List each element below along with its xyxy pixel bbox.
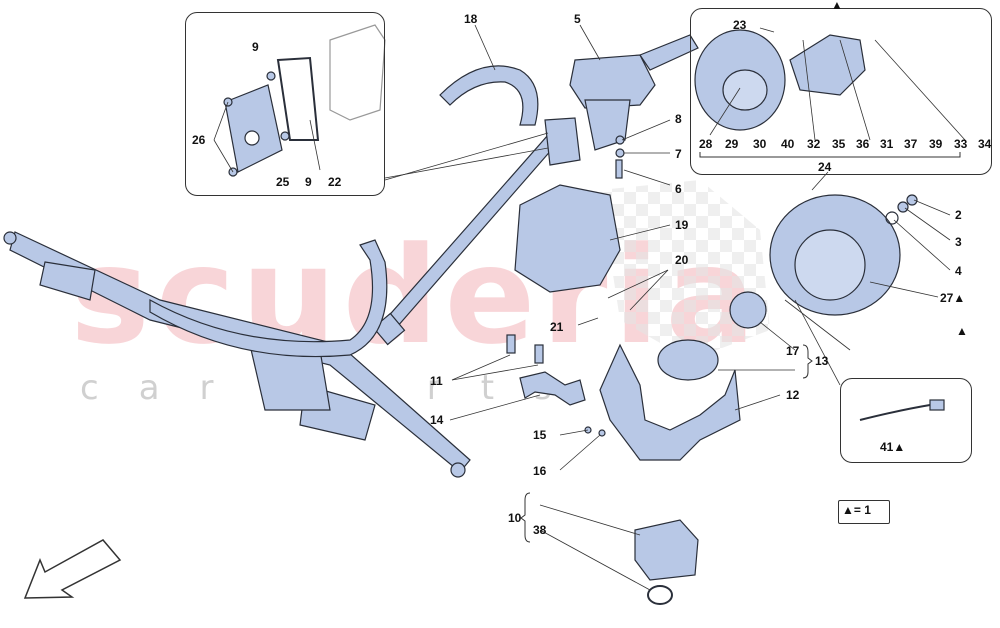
- label-34: 34: [978, 137, 992, 151]
- label-25: 25: [276, 175, 290, 189]
- hydraulic-pipe: [149, 239, 388, 358]
- brace-24: [699, 152, 961, 158]
- gasket-22: [276, 56, 320, 141]
- ring-4: [885, 211, 899, 225]
- label-30: 30: [753, 137, 767, 151]
- label-triangle-wheel: ▲: [956, 324, 968, 338]
- washer-7: [615, 148, 625, 158]
- label-12: 12: [786, 388, 800, 402]
- label-14: 14: [430, 413, 444, 427]
- label-28: 28: [699, 137, 713, 151]
- cover-plate-26: [224, 84, 283, 173]
- washer-3: [897, 201, 909, 213]
- label-32: 32: [807, 137, 821, 151]
- label-37: 37: [904, 137, 918, 151]
- connector-41: [929, 399, 945, 411]
- label-21: 21: [550, 320, 564, 334]
- label-29: 29: [725, 137, 739, 151]
- label-7: 7: [675, 147, 682, 161]
- label-35: 35: [832, 137, 846, 151]
- inset-parts: [789, 34, 866, 96]
- boot-collar: [544, 117, 581, 166]
- lock-module-10: [634, 519, 699, 581]
- label-9a: 9: [252, 40, 259, 54]
- label-27: 27▲: [940, 291, 966, 305]
- bracket-14: [519, 371, 586, 406]
- steering-wheel-hub: [794, 229, 866, 301]
- label-24: 24: [818, 160, 832, 174]
- label-6: 6: [675, 182, 682, 196]
- brace-13: [802, 344, 813, 379]
- legend-box: [838, 500, 890, 524]
- nut-9b: [280, 131, 290, 141]
- hole: [244, 130, 260, 146]
- label-31: 31: [880, 137, 894, 151]
- label-23: 23: [733, 18, 747, 32]
- label-10: 10: [508, 511, 522, 525]
- bolt-6: [615, 159, 623, 179]
- label-39: 39: [929, 137, 943, 151]
- nut-9a: [266, 71, 276, 81]
- label-5: 5: [574, 12, 581, 26]
- brace-10: [520, 492, 531, 543]
- fitting-11a: [506, 334, 516, 354]
- label-19: 19: [675, 218, 689, 232]
- label-4: 4: [955, 264, 962, 278]
- label-33: 33: [954, 137, 968, 151]
- cable-41: [859, 404, 931, 421]
- label-16: 16: [533, 464, 547, 478]
- label-26: 26: [192, 133, 206, 147]
- legend-text: ▲= 1: [842, 503, 871, 517]
- inset-wheel-hub: [722, 69, 768, 111]
- column-shaft: [639, 34, 699, 71]
- direction-arrow: [23, 539, 122, 599]
- label-2: 2: [955, 208, 962, 222]
- label-11: 11: [430, 374, 443, 388]
- rack-boot-left: [39, 261, 96, 301]
- label-38: 38: [533, 523, 547, 537]
- clockspring-13: [657, 339, 719, 381]
- fitting-11b: [534, 344, 544, 364]
- inset-cable-box: [840, 378, 972, 463]
- label-3: 3: [955, 235, 962, 249]
- paddle-shift-12: [599, 343, 741, 461]
- washer-16: [598, 429, 606, 437]
- checkered-flag-watermark: [600, 180, 770, 360]
- tie-rod-end-right: [450, 462, 466, 478]
- label-36: 36: [856, 137, 870, 151]
- ring-17: [729, 291, 767, 329]
- label-18: 18: [464, 12, 478, 26]
- label-20: 20: [675, 253, 689, 267]
- label-13: 13: [815, 354, 829, 368]
- shroud-19: [514, 184, 621, 293]
- label-40: 40: [781, 137, 795, 151]
- label-9b: 9: [305, 175, 312, 189]
- sensor-38: [647, 585, 673, 605]
- label-15: 15: [533, 428, 547, 442]
- label-41: 41▲: [880, 440, 906, 454]
- boot-outline: [329, 24, 386, 121]
- inset-wheel-components-box: [690, 8, 992, 175]
- inset-gasket-box: [185, 12, 385, 196]
- label-17: 17: [786, 344, 800, 358]
- washer-8: [615, 135, 625, 145]
- tie-rod-end-left: [3, 231, 17, 245]
- trim-18: [439, 65, 539, 126]
- label-triangle-top: ▲: [831, 0, 843, 12]
- label-22: 22: [328, 175, 342, 189]
- nut-2: [906, 194, 918, 206]
- label-8: 8: [675, 112, 682, 126]
